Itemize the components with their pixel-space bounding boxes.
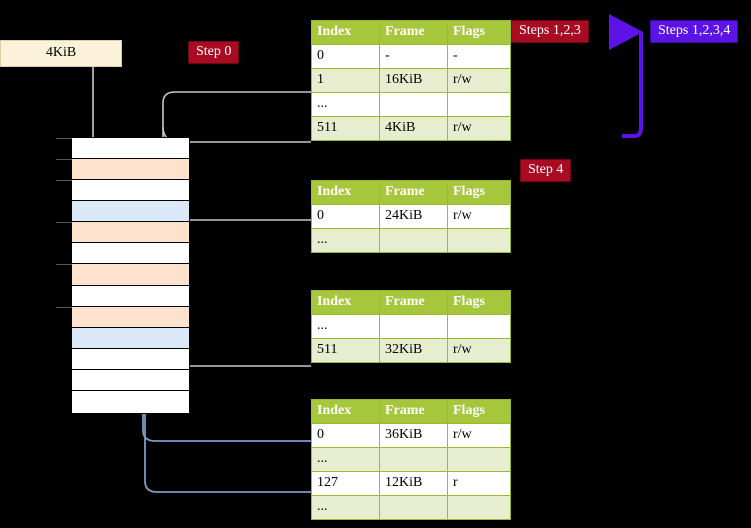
- column-header-frame: Frame: [379, 399, 448, 424]
- memory-frame-row: [72, 390, 189, 412]
- table-cell-index: 511: [311, 338, 380, 363]
- memory-frame-tick: [56, 306, 72, 308]
- memory-frame-row: [72, 285, 189, 307]
- memory-frame-row: [72, 243, 189, 265]
- table-cell-flags: r/w: [447, 116, 511, 141]
- table-cell-index: 511: [311, 116, 380, 141]
- table-cell-frame: 4KiB: [379, 116, 448, 141]
- table-row: ...: [311, 495, 511, 520]
- table-cell-frame: [379, 92, 448, 117]
- table-row: ...: [311, 92, 511, 117]
- table-cell-index: ...: [311, 92, 380, 117]
- memory-frame-row: [72, 201, 189, 223]
- table-cell-frame: [379, 447, 448, 472]
- frame-label-4kib: 4KiB: [0, 40, 122, 67]
- table-cell-flags: [447, 92, 511, 117]
- table-cell-index: 127: [311, 471, 380, 496]
- column-header-flags: Flags: [447, 399, 511, 424]
- table-cell-flags: r/w: [447, 423, 511, 448]
- table-cell-flags: r/w: [447, 68, 511, 93]
- column-header-frame: Frame: [379, 290, 448, 315]
- table-cell-frame: [379, 314, 448, 339]
- table-cell-index: ...: [311, 447, 380, 472]
- memory-frame-row: [72, 138, 189, 160]
- memory-frame-row: [72, 264, 189, 286]
- table-cell-index: 0: [311, 44, 380, 69]
- wire-steps-bracket: [609, 14, 643, 138]
- table-cell-frame: 24KiB: [379, 204, 448, 229]
- table-cell-flags: [447, 495, 511, 520]
- table-cell-index: 0: [311, 204, 380, 229]
- step-badge-step4: Step 4: [520, 159, 572, 182]
- memory-frame-tick: [56, 264, 72, 266]
- table-cell-flags: r/w: [447, 204, 511, 229]
- table-row: ...: [311, 314, 511, 339]
- column-header-index: Index: [311, 180, 380, 205]
- table-cell-flags: r/w: [447, 338, 511, 363]
- table-cell-frame: 16KiB: [379, 68, 448, 93]
- memory-frame-tick: [56, 138, 72, 139]
- table-row: ...: [311, 228, 511, 253]
- frame-label-4kib-text: 4KiB: [45, 45, 77, 60]
- table-cell-frame: 12KiB: [379, 471, 448, 496]
- column-header-index: Index: [311, 20, 380, 45]
- column-header-flags: Flags: [447, 20, 511, 45]
- column-header-index: Index: [311, 399, 380, 424]
- table-cell-frame: 36KiB: [379, 423, 448, 448]
- table-cell-index: 1: [311, 68, 380, 93]
- table-cell-frame: 32KiB: [379, 338, 448, 363]
- table-cell-index: 0: [311, 423, 380, 448]
- column-header-index: Index: [311, 290, 380, 315]
- table-cell-index: ...: [311, 314, 380, 339]
- table-cell-flags: -: [447, 44, 511, 69]
- memory-frame-row: [72, 159, 189, 181]
- memory-frame-row: [72, 369, 189, 391]
- table-row: 0--: [311, 44, 511, 69]
- table-cell-index: ...: [311, 495, 380, 520]
- step-badge-steps1234: Steps 1,2,3,4: [650, 20, 739, 43]
- step-badge-step0: Step 0: [188, 41, 240, 64]
- memory-frame-row: [72, 306, 189, 328]
- table-cell-flags: [447, 228, 511, 253]
- step-badge-steps123: Steps 1,2,3: [511, 20, 589, 43]
- memory-frame-row: [72, 327, 189, 349]
- memory-frame-row: [72, 348, 189, 370]
- table-cell-frame: [379, 495, 448, 520]
- memory-frame-tick: [56, 180, 72, 182]
- table-cell-flags: r: [447, 471, 511, 496]
- memory-frame-row: [72, 222, 189, 244]
- column-header-frame: Frame: [379, 20, 448, 45]
- column-header-flags: Flags: [447, 180, 511, 205]
- table-cell-frame: [379, 228, 448, 253]
- memory-frame-tick: [56, 222, 72, 224]
- table-cell-flags: [447, 314, 511, 339]
- table-cell-frame: -: [379, 44, 448, 69]
- memory-frame-tick: [56, 159, 72, 161]
- column-header-frame: Frame: [379, 180, 448, 205]
- physical-memory-column: [56, 137, 190, 414]
- memory-frame-row: [72, 180, 189, 202]
- table-cell-index: ...: [311, 228, 380, 253]
- table-cell-flags: [447, 447, 511, 472]
- table-row: ...: [311, 447, 511, 472]
- column-header-flags: Flags: [447, 290, 511, 315]
